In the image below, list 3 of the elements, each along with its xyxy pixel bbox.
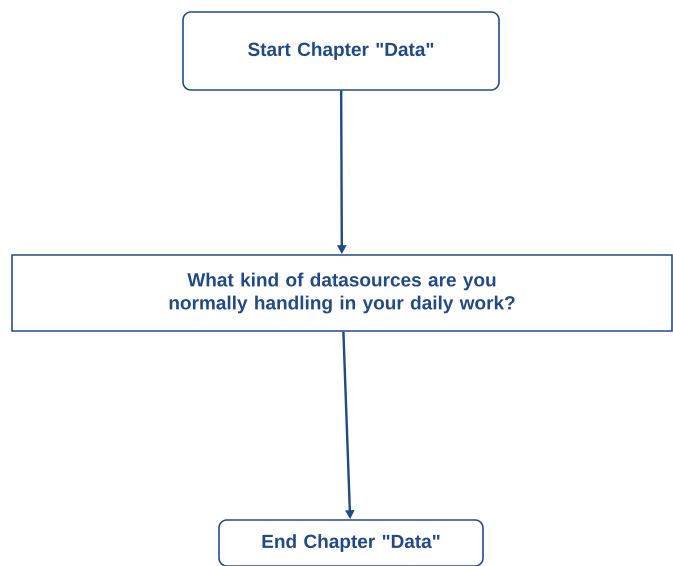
question-box: What kind of datasources are you normally handling in your daily work?	[11, 254, 673, 332]
terminal-box: End Chapter "Data"	[218, 519, 484, 566]
terminal-box: Start Chapter "Data"	[182, 11, 500, 91]
